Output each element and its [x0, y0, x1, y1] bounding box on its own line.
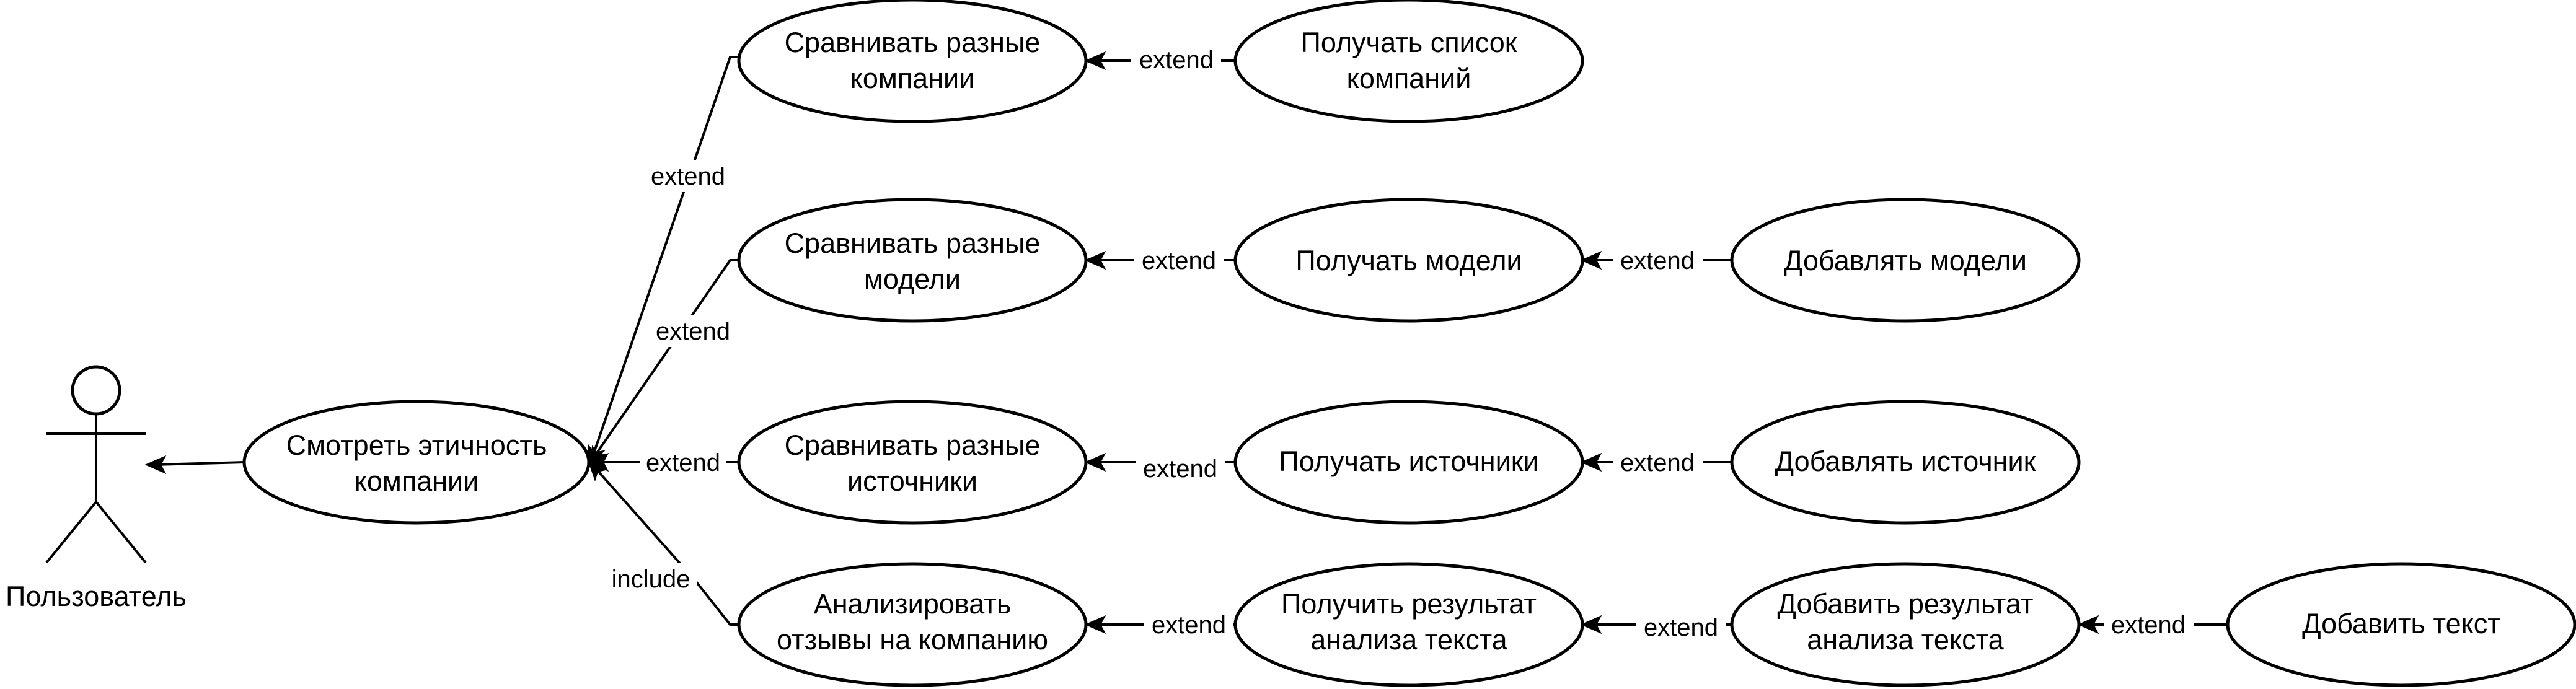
- edge-add-result-extend: extend: [1580, 611, 1732, 643]
- use-case-compare-models: Сравнивать разные модели: [737, 198, 1088, 323]
- edge-label: extend: [1139, 46, 1214, 74]
- use-case-label: отзывы на компанию: [777, 624, 1048, 656]
- edge-ethics-to-actor: [144, 455, 245, 475]
- edge-compare-models-extend: extend: [588, 259, 739, 468]
- use-case-label: Получать модели: [1295, 245, 1522, 276]
- use-case-label: компании: [850, 63, 975, 94]
- edge-label: extend: [1620, 449, 1695, 476]
- edge-label: extend: [1620, 247, 1695, 274]
- use-case-add-models: Добавлять модели: [1730, 198, 2081, 323]
- use-case-label: Анализировать: [814, 588, 1012, 620]
- use-case-label: Получать источники: [1279, 445, 1538, 477]
- use-case-label: компании: [355, 465, 479, 497]
- edge-add-text-extend: extend: [2077, 608, 2228, 641]
- actor-label: Пользователь: [6, 581, 187, 612]
- actor-left-leg: [45, 501, 97, 564]
- use-case-label: Смотреть этичность: [286, 429, 547, 461]
- use-case-label: Добавлять источник: [1775, 445, 2036, 477]
- use-case-label: анализа текста: [1310, 624, 1507, 656]
- use-case-compare-companies: Сравнивать разные компании: [737, 0, 1088, 123]
- edge-compare-sources-extend: extend: [587, 446, 739, 478]
- use-case-get-models: Получать модели: [1233, 198, 1584, 323]
- actor-right-leg: [95, 501, 147, 564]
- edge-add-source-extend: extend: [1580, 446, 1732, 478]
- edge-label: extend: [2111, 612, 2186, 639]
- edge-label: extend: [1152, 612, 1226, 639]
- use-case-get-companies: Получать список компаний: [1233, 0, 1584, 123]
- actor-user: Пользователь: [6, 365, 187, 612]
- use-case-compare-sources: Сравнивать разные источники: [737, 400, 1088, 525]
- use-case-ethics: Смотреть этичность компании: [242, 400, 591, 525]
- edge-label: extend: [1143, 455, 1217, 483]
- use-case-label: Добавить результат: [1777, 588, 2033, 620]
- use-case-label: Получить результат: [1281, 588, 1537, 620]
- use-case-get-sources: Получать источники: [1233, 400, 1584, 525]
- edge-label: extend: [646, 449, 720, 476]
- edge-add-models-extend: extend: [1580, 244, 1732, 276]
- use-case-label: Сравнивать разные: [785, 27, 1041, 58]
- use-case-add-text: Добавить текст: [2226, 562, 2576, 687]
- use-case-analyze-reviews: Анализировать отзывы на компанию: [737, 562, 1088, 687]
- edge-get-models-extend: extend: [1084, 244, 1235, 276]
- use-case-add-source: Добавлять источник: [1730, 400, 2081, 525]
- edge-get-companies-extend: extend: [1084, 43, 1235, 77]
- use-case-label: Сравнивать разные: [785, 227, 1041, 259]
- actor-head: [71, 365, 121, 416]
- use-case-label: модели: [864, 263, 961, 295]
- edge-compare-companies-extend: extend: [588, 56, 739, 468]
- edge-get-sources-extend: extend: [1084, 452, 1235, 486]
- edge-label: extend: [651, 163, 725, 190]
- edge-get-result-extend: extend: [1084, 608, 1235, 641]
- edge-label: extend: [1142, 247, 1216, 274]
- use-case-add-result: Добавить результат анализа текста: [1730, 562, 2081, 687]
- use-case-label: Добавить текст: [2302, 608, 2500, 639]
- use-case-label: Получать список: [1301, 27, 1517, 58]
- use-case-label: Добавлять модели: [1784, 245, 2027, 276]
- use-case-label: Сравнивать разные: [785, 429, 1041, 461]
- use-case-get-result: Получить результат анализа текста: [1233, 562, 1584, 687]
- use-case-label: источники: [847, 465, 977, 497]
- edge-label: extend: [656, 318, 730, 345]
- use-case-label: анализа текста: [1807, 624, 2004, 656]
- edge-analyze-include: include: [588, 460, 739, 626]
- edge-label: extend: [1644, 614, 1718, 641]
- use-case-label: компаний: [1347, 63, 1471, 94]
- edge-label: include: [612, 566, 690, 593]
